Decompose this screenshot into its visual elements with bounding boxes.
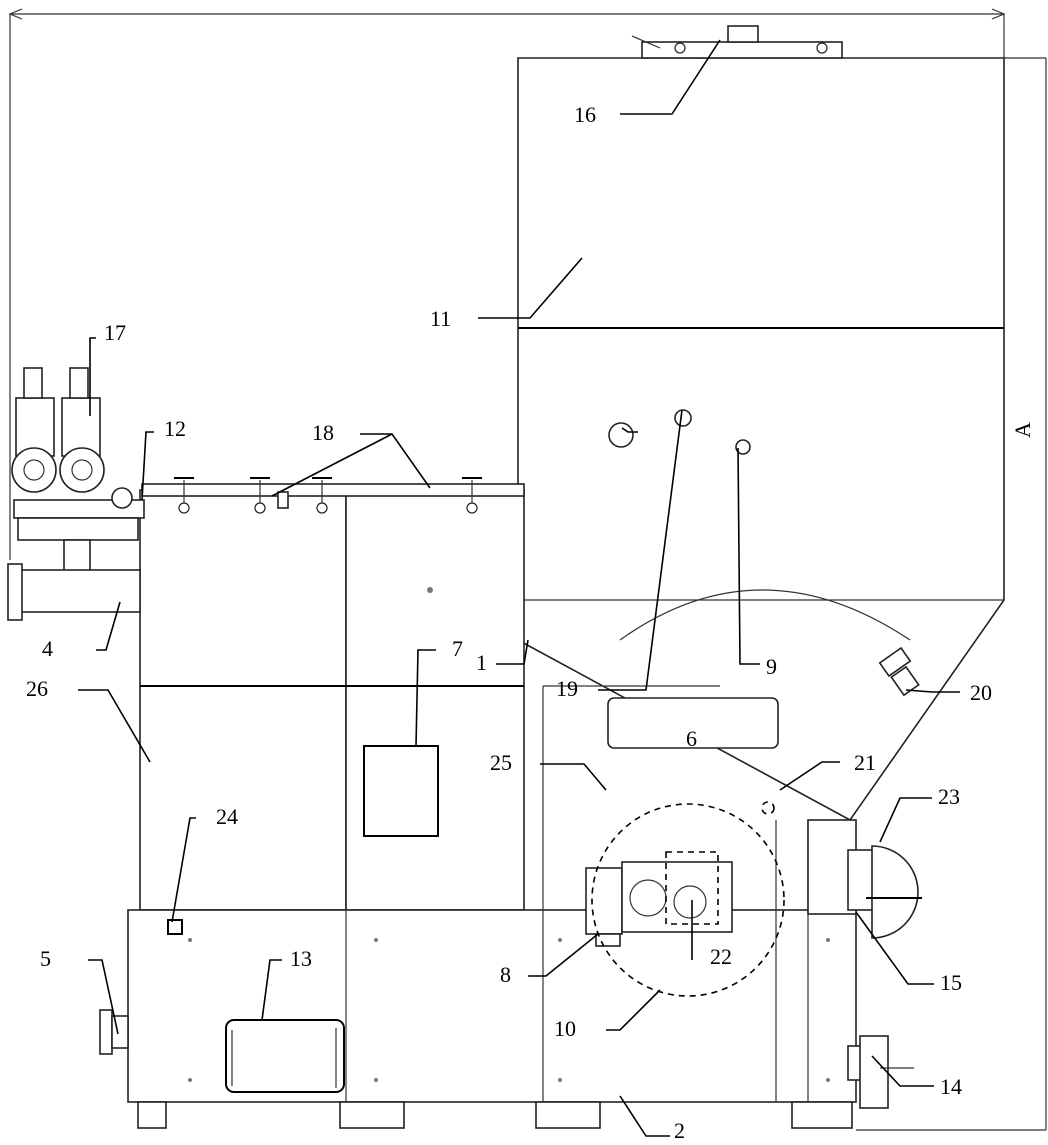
clamp-group	[174, 477, 482, 514]
leader-lines	[78, 39, 960, 1137]
callout-10: 10	[554, 1016, 576, 1041]
hidden-feature	[761, 801, 775, 815]
callout-22: 22	[710, 944, 732, 969]
callout-4: 4	[42, 636, 53, 661]
main-housing	[127, 489, 857, 1129]
overall-width-dimension	[8, 8, 1006, 560]
height-dimension: A	[856, 57, 1047, 1131]
callout-25: 25	[490, 750, 512, 775]
callout-5: 5	[40, 946, 51, 971]
callout-14: 14	[940, 1074, 962, 1099]
callout-20: 20	[970, 680, 992, 705]
callout-7: 7	[452, 636, 463, 661]
callout-26: 26	[26, 676, 48, 701]
callout-24: 24	[216, 804, 238, 829]
callout-16: 17	[104, 320, 126, 345]
callout-11: 11	[430, 306, 451, 331]
callout-1: 1	[476, 650, 487, 675]
callout-12: 12	[164, 416, 186, 441]
callout-6: 6	[686, 726, 697, 751]
auger-drive	[99, 409, 922, 1109]
detail-circle	[591, 803, 785, 997]
callout-8: 8	[500, 962, 511, 987]
callout-13: 13	[290, 946, 312, 971]
callout-23: 23	[938, 784, 960, 809]
callout-17: 16	[574, 102, 596, 127]
callout-19: 19	[556, 676, 578, 701]
callout-18: 18	[312, 420, 334, 445]
callout-9: 9	[766, 654, 777, 679]
callout-2: 2	[674, 1118, 685, 1140]
hopper	[517, 25, 1005, 822]
relief-valves	[7, 367, 145, 621]
callout-21: 21	[854, 750, 876, 775]
callout-15: 15	[940, 970, 962, 995]
callouts: 16 11 17 12 18 4 7 1 26 19 9 20 6 25 21 …	[26, 102, 992, 1143]
height-dimension-label: A	[1010, 422, 1035, 438]
